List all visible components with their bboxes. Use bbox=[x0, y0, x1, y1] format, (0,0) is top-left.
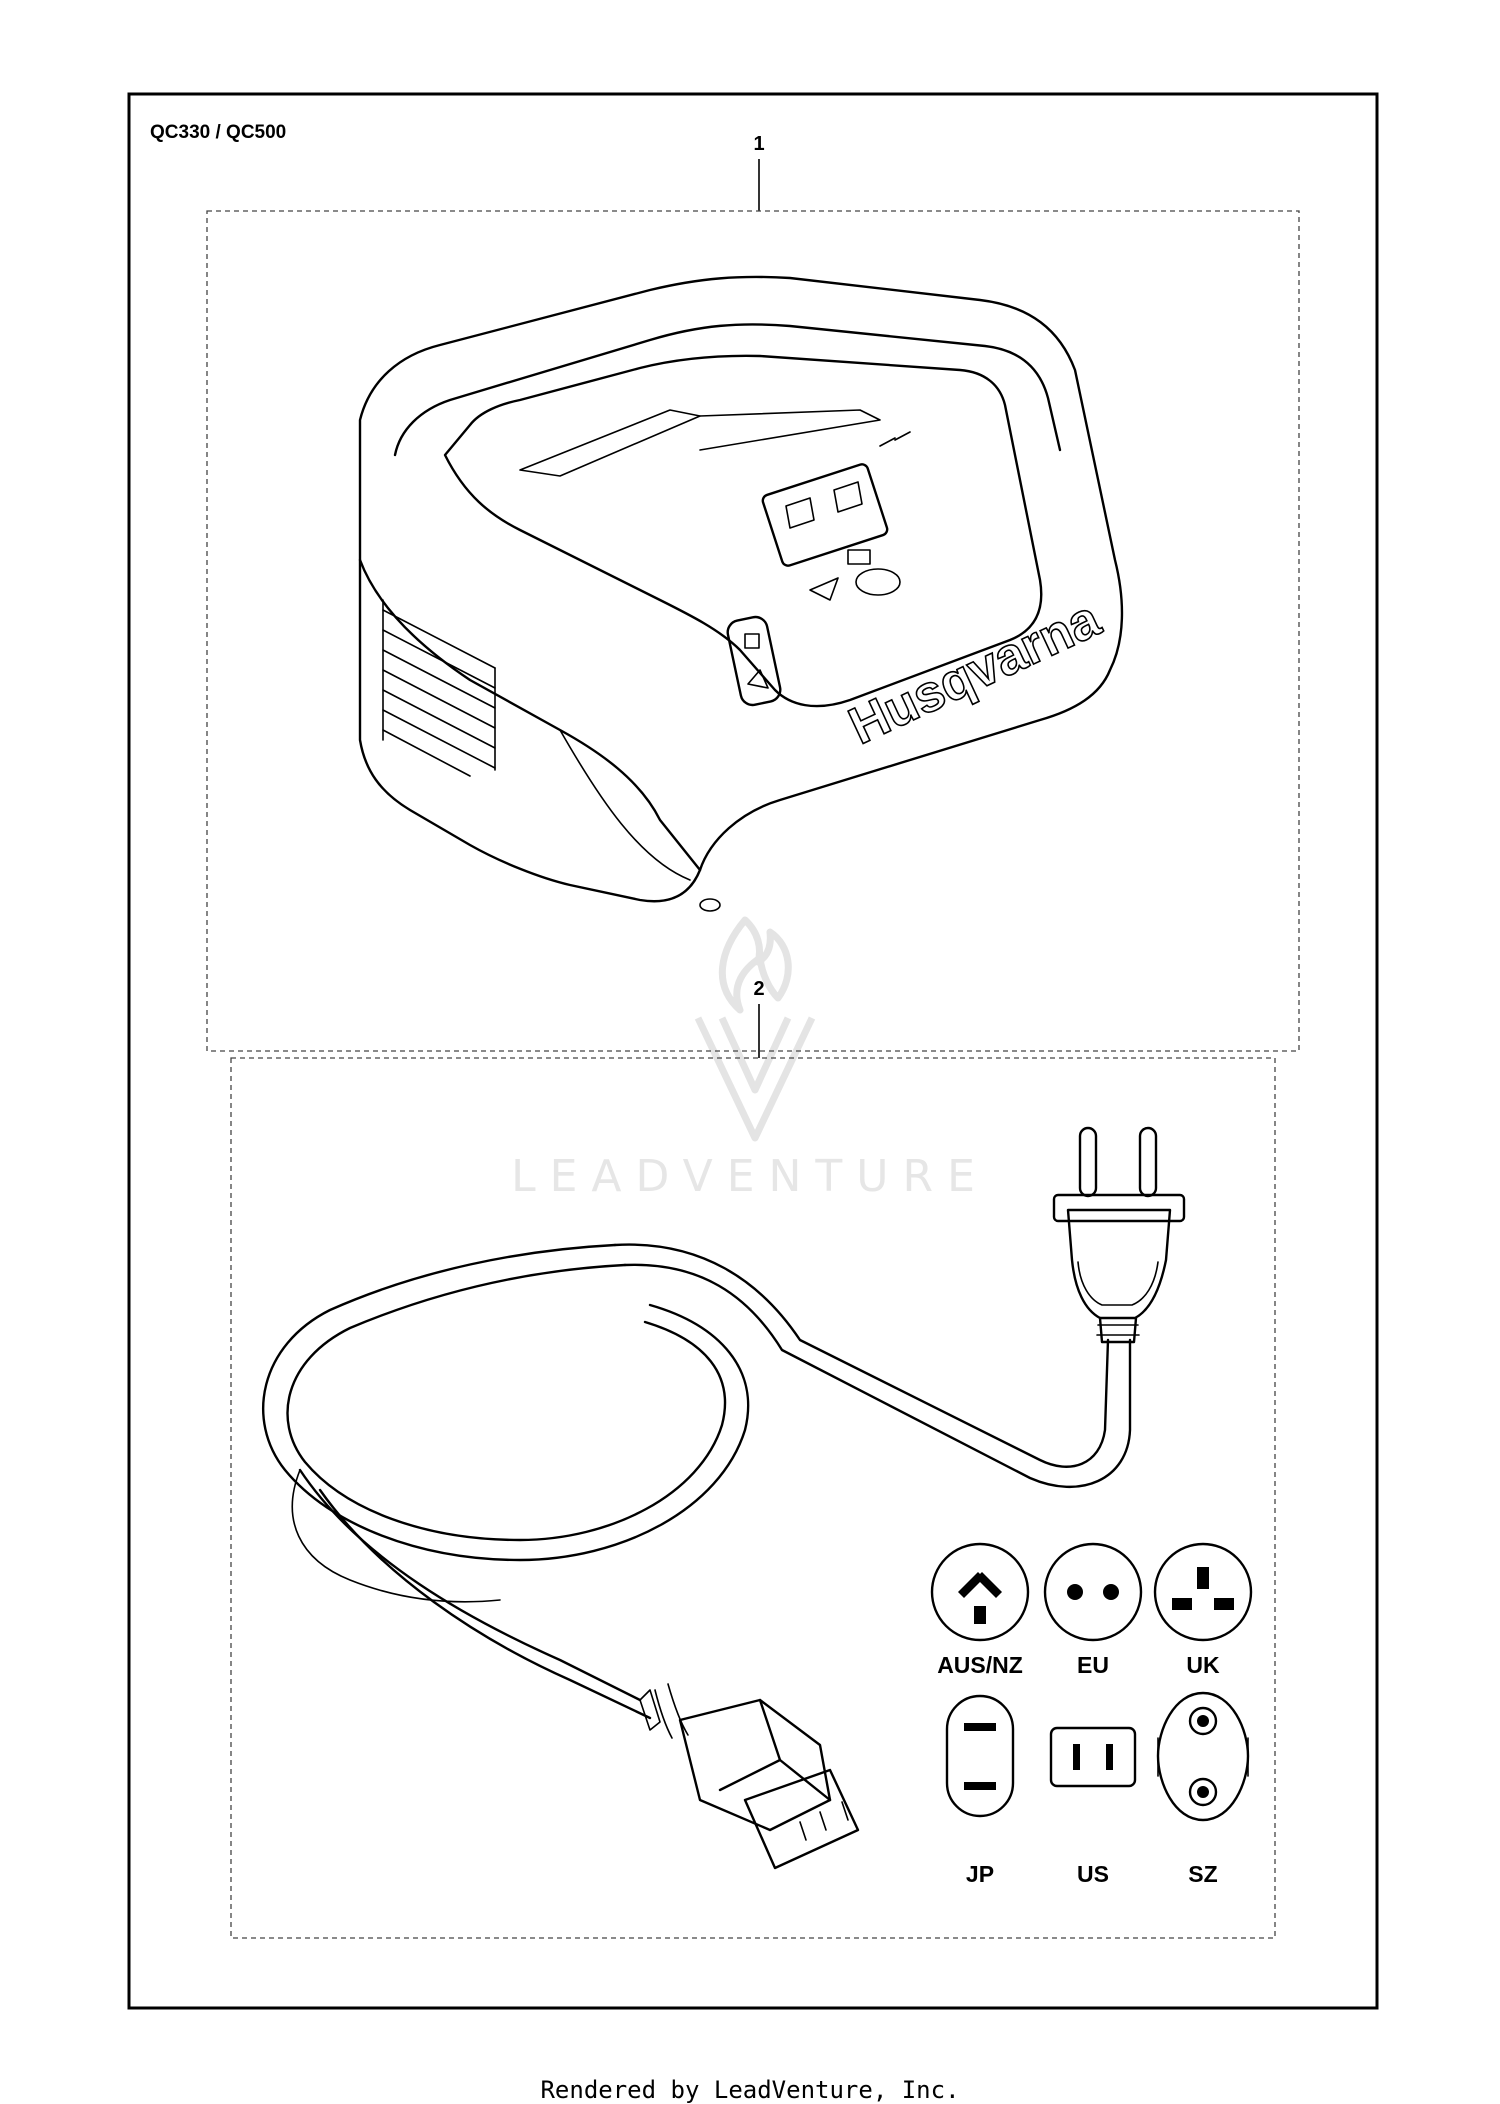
model-label: QC330 / QC500 bbox=[150, 122, 286, 143]
plug-label-uk: UK bbox=[1186, 1652, 1220, 1678]
plug-icon-eu bbox=[1043, 1542, 1143, 1642]
plug-icon-us bbox=[1049, 1726, 1137, 1788]
battery-charger-drawing: Husqvarna bbox=[358, 275, 1124, 912]
item-1-frame bbox=[206, 210, 1300, 1052]
plug-label-sz: SZ bbox=[1188, 1861, 1217, 1887]
plug-types: AUS/NZ EU UK JP US bbox=[930, 1542, 1253, 1887]
plug-label-us: US bbox=[1077, 1861, 1109, 1887]
watermark-logo-icon bbox=[694, 916, 816, 1142]
charger-brand-text: Husqvarna bbox=[841, 589, 1110, 756]
charger-vent-slats bbox=[382, 599, 496, 777]
plug-label-eu: EU bbox=[1077, 1652, 1109, 1678]
plug-icon-jp bbox=[945, 1694, 1015, 1818]
callout-1: 1 bbox=[753, 133, 764, 155]
callout-2: 2 bbox=[753, 978, 764, 1000]
plug-icon-aus-nz bbox=[930, 1542, 1030, 1642]
watermark: LEADVENTURE bbox=[511, 916, 989, 1202]
plug-icon-sz bbox=[1156, 1691, 1250, 1822]
watermark-text: LEADVENTURE bbox=[511, 1151, 989, 1202]
power-cord-drawing bbox=[262, 1126, 1186, 1870]
plug-label-aus-nz: AUS/NZ bbox=[937, 1652, 1023, 1678]
render-credit-footer: Rendered by LeadVenture, Inc. bbox=[540, 2076, 960, 2104]
outer-frame bbox=[127, 92, 1379, 2010]
plug-label-jp: JP bbox=[966, 1861, 994, 1887]
item-2-frame bbox=[230, 1057, 1276, 1939]
plug-icon-uk bbox=[1153, 1542, 1253, 1642]
